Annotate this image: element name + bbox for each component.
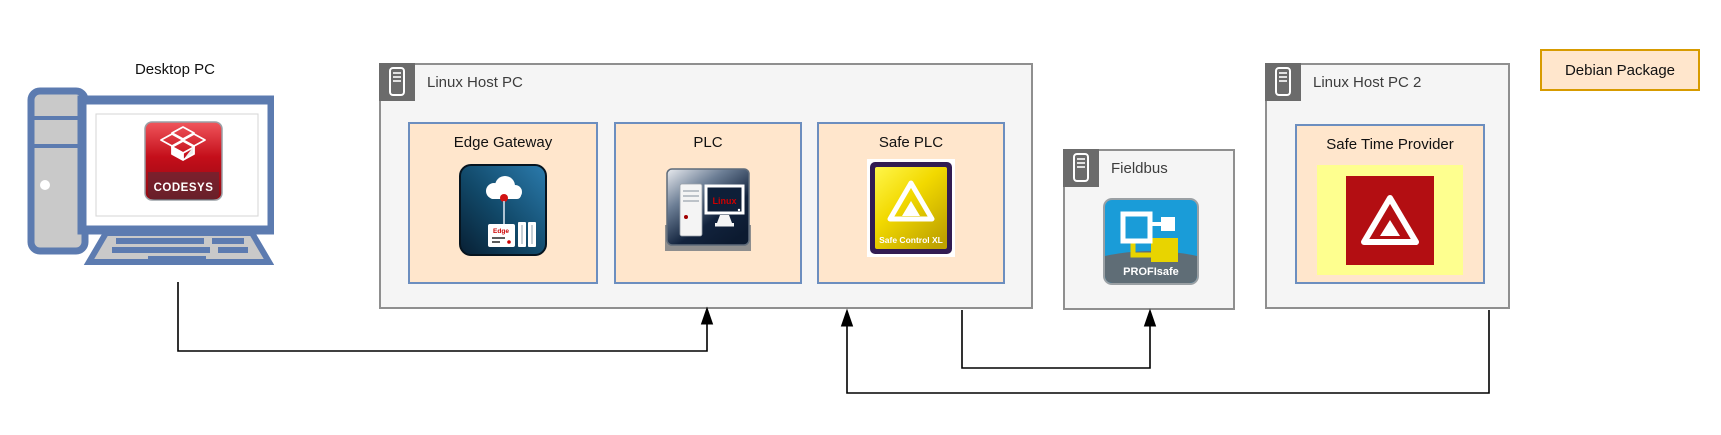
legend-debian-package: Debian Package: [1540, 49, 1700, 91]
component-label: Safe PLC: [878, 134, 944, 151]
svg-text:Edge: Edge: [493, 228, 509, 235]
desktop-pc-icon: CODESYS: [27, 87, 274, 265]
group-linux-host-pc-2: Linux Host PC 2 Safe Time Provider: [1265, 63, 1510, 309]
server-icon: [379, 63, 415, 101]
arrowhead-safeplc: [840, 308, 854, 327]
connector-hostpc2-to-safeplc: [846, 310, 1490, 394]
legend-label: Debian Package: [1564, 61, 1676, 79]
arrowhead-plc: [700, 306, 714, 325]
svg-text:Linux: Linux: [713, 196, 737, 206]
group-title: Linux Host PC: [427, 74, 523, 91]
svg-text:Safe Control XL: Safe Control XL: [879, 235, 943, 245]
profisafe-icon: PROFIsafe: [1103, 198, 1199, 285]
safe-time-provider-icon: [1317, 165, 1463, 275]
group-title: Linux Host PC 2: [1313, 74, 1422, 91]
desktop-pc-label: Desktop PC: [134, 61, 216, 78]
arrowhead-fieldbus: [1143, 308, 1157, 327]
component-edge-gateway: Edge Gateway Edge: [408, 122, 598, 284]
warning-triangle-icon: [1361, 195, 1419, 245]
server-icon: [1063, 149, 1099, 187]
safe-plc-icon: Safe Control XL: [867, 159, 955, 257]
component-label: Edge Gateway: [453, 134, 553, 151]
svg-text:PROFIsafe: PROFIsafe: [1123, 266, 1179, 278]
component-plc: PLC Linux: [614, 122, 802, 284]
warning-red-square: [1346, 175, 1434, 265]
component-safe-time-provider: Safe Time Provider: [1295, 124, 1485, 284]
connector-hostpc-to-fieldbus: [961, 310, 1151, 369]
group-title: Fieldbus: [1111, 160, 1168, 177]
group-linux-host-pc: Linux Host PC Edge Gateway Edge: [379, 63, 1033, 309]
group-fieldbus: Fieldbus PROFIsafe: [1063, 149, 1235, 310]
plc-icon: Linux: [665, 168, 751, 251]
component-safe-plc: Safe PLC Safe Control XL: [817, 122, 1005, 284]
edge-gateway-icon: Edge: [459, 164, 547, 256]
codesys-logo: CODESYS: [144, 121, 223, 201]
component-label: Safe Time Provider: [1326, 136, 1454, 153]
svg-text:CODESYS: CODESYS: [154, 182, 214, 194]
server-icon: [1265, 63, 1301, 101]
component-label: PLC: [693, 134, 723, 151]
